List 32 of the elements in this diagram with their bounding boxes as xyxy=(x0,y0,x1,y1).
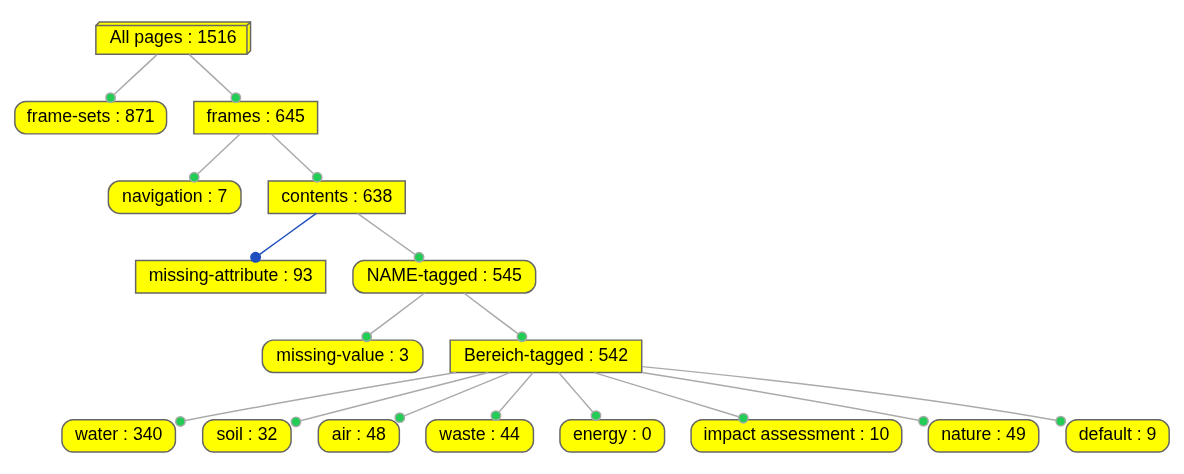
node-box: water : 340 xyxy=(61,418,177,453)
connector xyxy=(174,371,457,427)
connector xyxy=(558,371,602,422)
connector xyxy=(593,371,749,424)
connector xyxy=(490,371,534,422)
node-box: impact assessment : 10 xyxy=(690,418,903,453)
connector xyxy=(270,133,323,183)
node-box: default : 9 xyxy=(1065,418,1170,453)
node-box: frame-sets : 871 xyxy=(14,100,168,135)
node-box: Bereich-tagged : 542 xyxy=(449,339,643,374)
connector xyxy=(250,212,318,263)
node-box: missing-attribute : 93 xyxy=(134,259,327,294)
connector xyxy=(641,365,1067,427)
node-box: waste : 44 xyxy=(425,418,535,453)
node-box: frames : 645 xyxy=(193,100,319,135)
node-box: contents : 638 xyxy=(267,180,406,215)
connector xyxy=(290,371,490,428)
node-box: air : 48 xyxy=(317,418,401,453)
connector xyxy=(188,133,241,183)
connector xyxy=(463,292,528,343)
node-box: NAME-tagged : 545 xyxy=(352,259,537,294)
connector xyxy=(641,371,929,427)
connector xyxy=(356,212,425,263)
connector xyxy=(394,371,511,424)
node-box: missing-value : 3 xyxy=(261,339,424,374)
node-box: navigation : 7 xyxy=(107,180,242,215)
connector xyxy=(188,53,242,104)
node-box: energy : 0 xyxy=(559,418,666,453)
connector xyxy=(105,53,159,104)
node-box: soil : 32 xyxy=(201,418,292,453)
node-box: nature : 49 xyxy=(927,418,1040,453)
connector xyxy=(361,292,426,343)
